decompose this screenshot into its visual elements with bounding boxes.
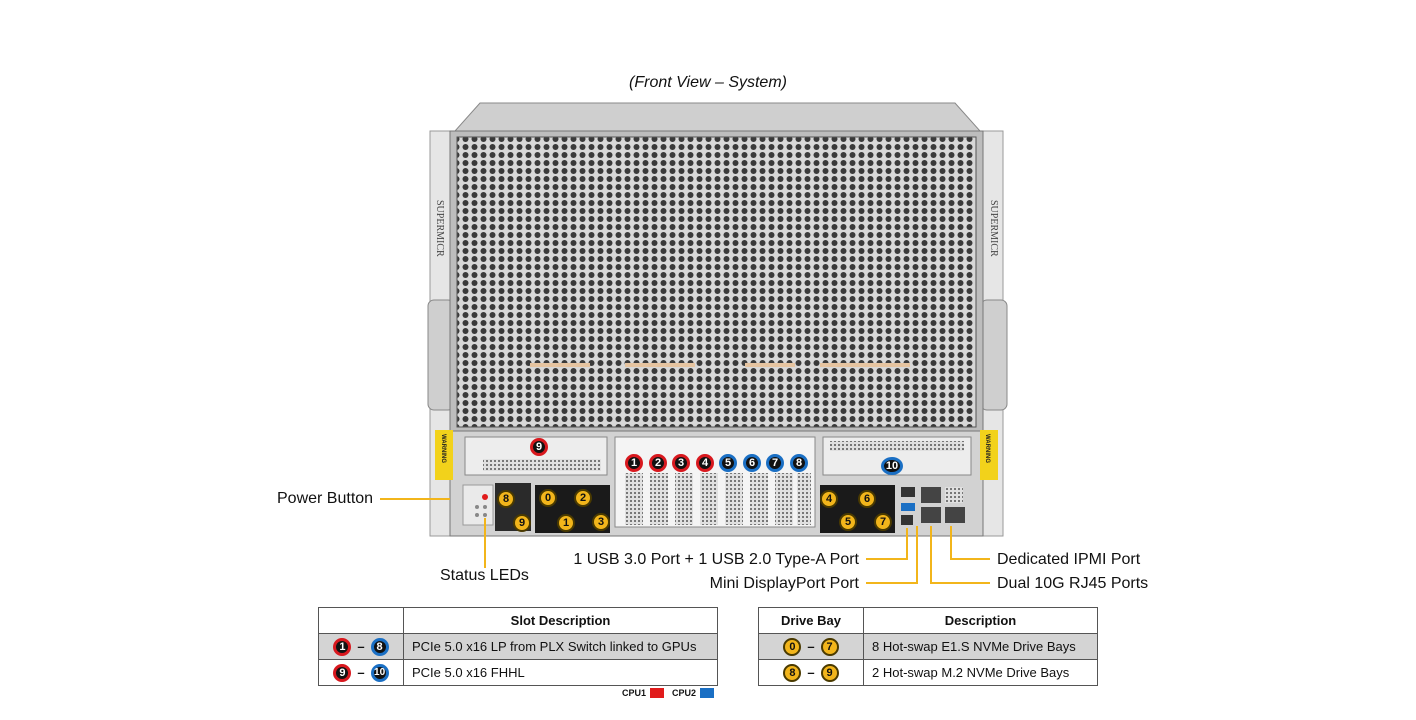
mini-dp-leader-v bbox=[916, 526, 918, 584]
usb-port-label: 1 USB 3.0 Port + 1 USB 2.0 Type-A Port bbox=[573, 551, 859, 568]
table-header-row: Slot Description bbox=[318, 607, 718, 634]
slot-range-cell: 9 – 10 bbox=[318, 659, 404, 686]
ipmi-port-label: Dedicated IPMI Port bbox=[997, 551, 1141, 568]
fhhl-slot-badge-10: 10 bbox=[881, 457, 903, 475]
usb-leader-h bbox=[866, 558, 908, 560]
pcie-slot-badge-6: 6 bbox=[743, 454, 761, 472]
pcie-slot-badge-4: 4 bbox=[696, 454, 714, 472]
slot-range-from: 9 bbox=[333, 663, 352, 682]
power-button-leader bbox=[380, 498, 450, 500]
table-row: 9 – 10 PCIe 5.0 x16 FHHL bbox=[318, 659, 718, 686]
drive-header-col2: Description bbox=[863, 607, 1098, 634]
table-row: 0 – 7 8 Hot-swap E1.S NVMe Drive Bays bbox=[758, 633, 1098, 660]
pcie-slot-badge-8: 8 bbox=[790, 454, 808, 472]
cpu2-swatch bbox=[700, 688, 715, 698]
cpu1-swatch bbox=[650, 688, 665, 698]
table-header-row: Drive Bay Description bbox=[758, 607, 1098, 634]
range-separator: – bbox=[357, 639, 365, 654]
fhhl-slot-badge-9: 9 bbox=[530, 438, 548, 456]
cpu-legend: CPU1 CPU2 bbox=[622, 688, 715, 698]
drive-desc-cell: 8 Hot-swap E1.S NVMe Drive Bays bbox=[863, 633, 1098, 660]
drive-bay-badge-2: 2 bbox=[574, 489, 592, 507]
slot-description-table: Slot Description 1 – 8 PCIe 5.0 x16 LP f… bbox=[318, 607, 718, 686]
drive-bay-badge-5: 5 bbox=[839, 513, 857, 531]
server-chassis-illustration bbox=[427, 102, 1008, 537]
ipmi-leader-v bbox=[950, 526, 952, 560]
drive-bay-badge-1: 1 bbox=[557, 514, 575, 532]
cpu1-legend-label: CPU1 bbox=[622, 688, 647, 698]
slot-desc-cell: PCIe 5.0 x16 FHHL bbox=[403, 659, 718, 686]
usb-leader-v bbox=[906, 528, 908, 560]
warning-label-right: WARNING bbox=[984, 434, 990, 463]
slot-desc-cell: PCIe 5.0 x16 LP from PLX Switch linked t… bbox=[403, 633, 718, 660]
warning-label-left: WARNING bbox=[440, 434, 446, 463]
cpu2-legend-label: CPU2 bbox=[672, 688, 697, 698]
brand-logo-left: SUPERMICR bbox=[434, 200, 445, 257]
drive-range-to: 7 bbox=[820, 637, 839, 656]
table-row: 1 – 8 PCIe 5.0 x16 LP from PLX Switch li… bbox=[318, 633, 718, 660]
drive-range-cell: 8 – 9 bbox=[758, 659, 864, 686]
drive-range-to: 9 bbox=[820, 663, 839, 682]
slot-range-from: 1 bbox=[333, 637, 352, 656]
ipmi-leader-h bbox=[950, 558, 990, 560]
drive-bay-badge-7: 7 bbox=[874, 513, 892, 531]
drive-bay-badge-0: 0 bbox=[539, 489, 557, 507]
slot-header-col1 bbox=[318, 607, 404, 634]
brand-logo-right: SUPERMICR bbox=[988, 200, 999, 257]
drive-bay-badge-4: 4 bbox=[820, 490, 838, 508]
slot-range-to: 10 bbox=[370, 663, 389, 682]
mini-dp-leader-h bbox=[866, 582, 918, 584]
range-separator: – bbox=[807, 639, 815, 654]
mini-displayport-label: Mini DisplayPort Port bbox=[709, 575, 859, 592]
rj45-ports-label: Dual 10G RJ45 Ports bbox=[997, 575, 1149, 592]
slot-header-col2: Slot Description bbox=[403, 607, 718, 634]
rj45-leader-v bbox=[930, 526, 932, 584]
pcie-slot-badge-5: 5 bbox=[719, 454, 737, 472]
slot-range-cell: 1 – 8 bbox=[318, 633, 404, 660]
range-separator: – bbox=[807, 665, 815, 680]
drive-range-cell: 0 – 7 bbox=[758, 633, 864, 660]
status-leds-label: Status LEDs bbox=[440, 567, 529, 584]
drive-bay-badge-6: 6 bbox=[858, 490, 876, 508]
pcie-slot-badge-1: 1 bbox=[625, 454, 643, 472]
slot-range-to: 8 bbox=[370, 637, 389, 656]
drive-desc-cell: 2 Hot-swap M.2 NVMe Drive Bays bbox=[863, 659, 1098, 686]
drive-bay-badge-9: 9 bbox=[513, 514, 531, 532]
pcie-slot-badge-3: 3 bbox=[672, 454, 690, 472]
table-row: 8 – 9 2 Hot-swap M.2 NVMe Drive Bays bbox=[758, 659, 1098, 686]
pcie-slot-badge-2: 2 bbox=[649, 454, 667, 472]
status-leds-leader bbox=[484, 518, 486, 568]
drive-header-col1: Drive Bay bbox=[758, 607, 864, 634]
drive-range-from: 0 bbox=[783, 637, 802, 656]
drive-bay-badge-8: 8 bbox=[497, 490, 515, 508]
pcie-slot-badge-7: 7 bbox=[766, 454, 784, 472]
drive-range-from: 8 bbox=[783, 663, 802, 682]
drive-bay-badge-3: 3 bbox=[592, 513, 610, 531]
power-button-label: Power Button bbox=[277, 490, 374, 507]
drive-bay-table: Drive Bay Description 0 – 7 8 Hot-swap E… bbox=[758, 607, 1098, 686]
range-separator: – bbox=[357, 665, 365, 680]
figure-title: (Front View – System) bbox=[629, 74, 787, 91]
rj45-leader-h bbox=[930, 582, 990, 584]
